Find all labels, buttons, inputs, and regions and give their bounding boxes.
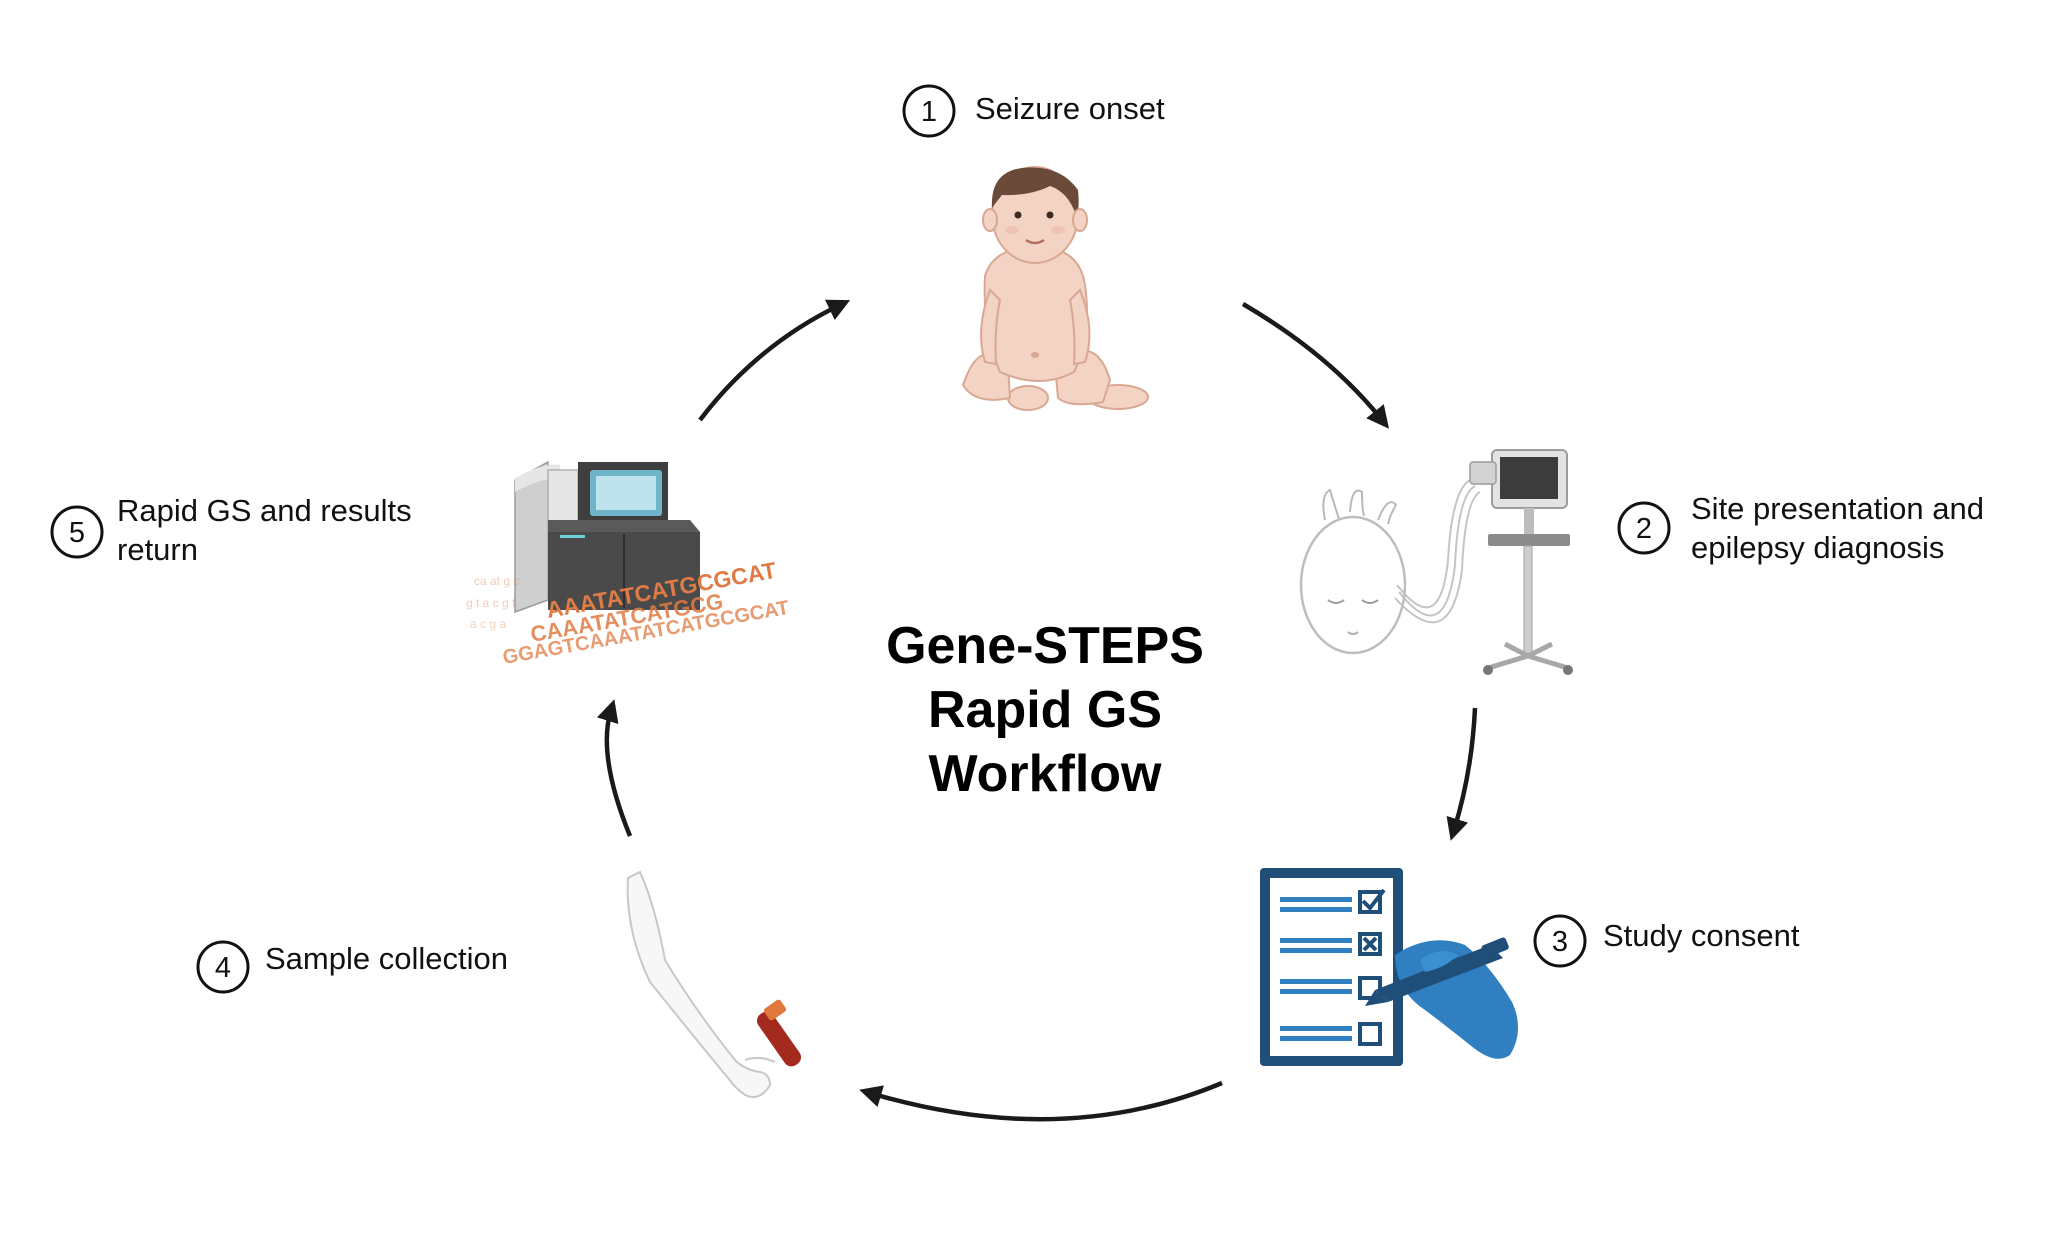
step-2: 2 Site presentation and epilepsy diagnos… [1617,491,1984,565]
infant-icon [961,166,1149,411]
step-4: 4 Sample collection [196,940,508,994]
title-line-3: Workflow [928,745,1162,803]
step-3: 3 Study consent [1533,914,1800,968]
step-number-circle [1617,501,1671,555]
dna-scatter: ca at g c [474,574,519,588]
eeg-monitoring-icon [1299,449,1573,675]
step-label-line-1: Site presentation and [1691,491,1984,526]
cycle-arrows [596,299,1478,1122]
dna-scatter: g t a c g t [466,596,516,610]
step-number: 4 [215,952,231,984]
arrow-step2-to-step3 [1446,707,1478,841]
title-line-2: Rapid GS [928,681,1162,739]
consent-form-icon [1260,868,1519,1066]
step-5: 5 Rapid GS and results return [50,493,412,567]
step-number-circle [1533,914,1587,968]
step-label: Study consent [1603,918,1800,953]
step-number-circle [50,505,104,559]
step-label-line-2: return [117,532,198,567]
step-number: 3 [1552,926,1568,958]
step-number-circle [196,940,250,994]
title-line-1: Gene-STEPS [886,617,1204,675]
step-label-line-2: epilepsy diagnosis [1691,530,1944,565]
step-1: 1 Seizure onset [902,84,1165,138]
arrow-step3-to-step4 [859,1080,1223,1122]
step-number: 1 [921,96,937,128]
arrow-step5-to-step1 [698,299,851,422]
step-label: Sample collection [265,941,508,976]
arrow-step4-to-step5 [596,699,633,837]
step-number-circle [902,84,956,138]
diagram-title: Gene-STEPS Rapid GS Workflow [886,617,1204,803]
step-label: Seizure onset [975,91,1165,126]
step-number: 5 [69,517,85,549]
step-label-line-1: Rapid GS and results [117,493,412,528]
dna-scatter: a c g a [470,617,506,631]
arrow-step1-to-step2 [1241,302,1390,429]
sequencer-icon [514,460,700,614]
step-number: 2 [1636,513,1652,545]
blood-sample-icon [626,870,802,1098]
